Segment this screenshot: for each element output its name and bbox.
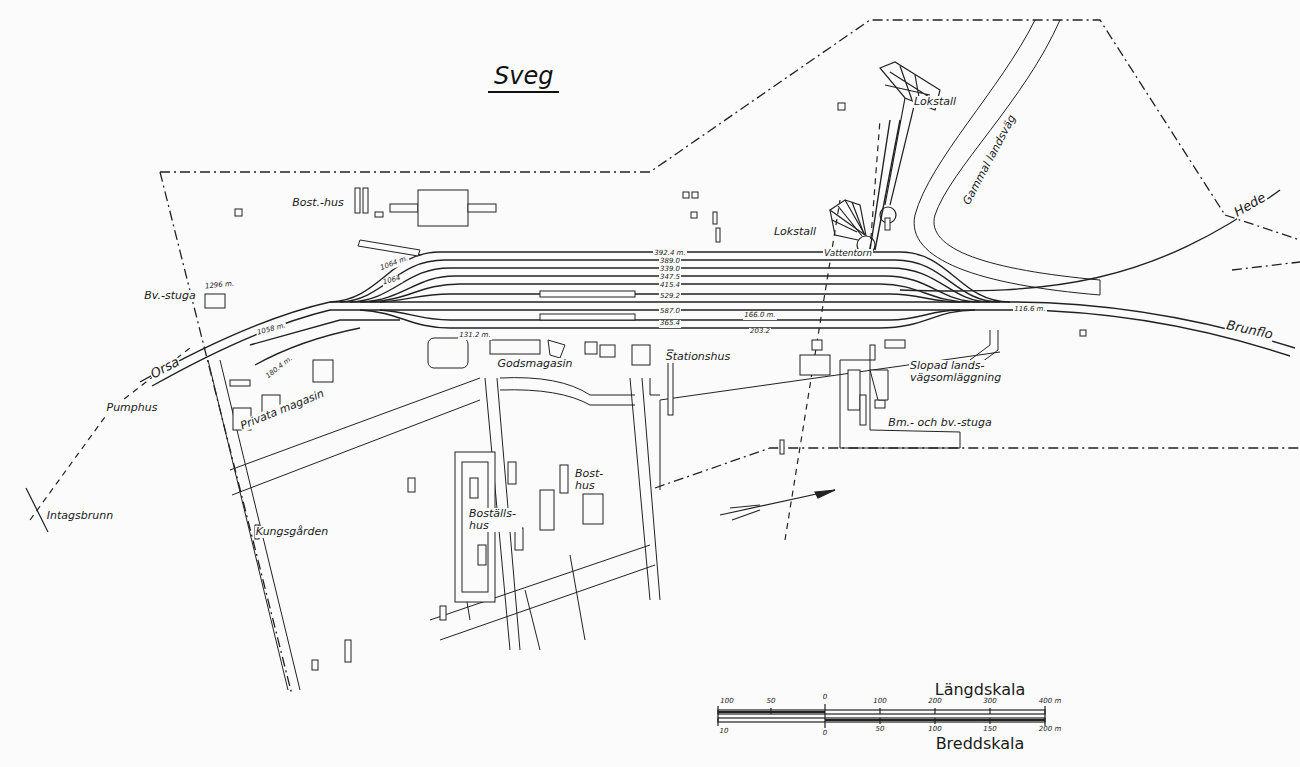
place-label: Lokstall: [773, 226, 817, 238]
track-length: 131.2 m.: [458, 332, 491, 340]
scale-number: 400 m: [1038, 698, 1062, 706]
scale-number: 100: [719, 698, 734, 706]
boundary-line: [160, 20, 1300, 695]
place-label: Orsa: [147, 354, 182, 382]
scale-number: 0: [822, 730, 828, 738]
scale-number: 300: [982, 698, 997, 706]
place-label: Bv.-stuga: [143, 290, 196, 302]
place-label: Stationshus: [665, 351, 732, 363]
place-label: Vattentorn: [823, 249, 873, 259]
scale-number: 100: [872, 698, 887, 706]
place-label: Längdskala: [934, 681, 1027, 699]
track-length: 203.2: [749, 328, 771, 336]
north-arrow: [720, 490, 835, 520]
place-label: Intagsbrunn: [46, 510, 114, 522]
scale-number: 10: [719, 728, 730, 736]
building: [205, 103, 1086, 670]
scale-number: 100: [927, 726, 942, 734]
scale-number: 200 m: [1038, 726, 1062, 734]
scale-number: 0: [822, 694, 828, 702]
track-length: 1296 m.: [204, 281, 236, 292]
place-label: Pumphus: [106, 402, 159, 414]
track-length: 389.0: [659, 258, 681, 266]
scale-bar: [718, 704, 1045, 728]
place-label: Kungsgården: [255, 526, 330, 538]
track-length: 166.0 m.: [743, 312, 776, 320]
track-length: 587.0: [659, 308, 681, 316]
place-label: Lokstall: [913, 96, 957, 108]
place-label: Godsmagasin: [497, 358, 574, 370]
track-length: 365.4: [659, 320, 681, 328]
engine-shed: [830, 62, 940, 254]
scale-number: 200: [927, 698, 942, 706]
track-length: 415.4: [659, 282, 681, 290]
place-label: Slopad lands- vägsomläggning: [909, 360, 1011, 384]
place-label: Boställs- hus: [468, 508, 522, 532]
place-label: Hede: [1231, 190, 1269, 220]
track-length: 347.5: [659, 274, 681, 282]
track: [140, 120, 1295, 386]
place-label: Gammal landsväg: [961, 112, 1019, 207]
well-mark: [26, 488, 48, 532]
place-label: Bost- hus: [574, 468, 610, 492]
place-label: Bm.- och bv.-stuga: [887, 417, 992, 429]
scale-number: 50: [875, 726, 886, 734]
place-label: Bost.-hus: [291, 197, 344, 209]
track-length: 392.4 m.: [653, 250, 686, 258]
place-label: Breddskala: [935, 735, 1026, 753]
track-length: 180.4 m.: [265, 355, 296, 382]
map-title: Sveg: [488, 62, 559, 93]
road: [208, 20, 1100, 690]
track-length: 116.6 m.: [1013, 306, 1046, 314]
scale-number: 150: [982, 726, 997, 734]
scale-number: 50: [766, 698, 777, 706]
track-length: 339.0: [659, 266, 681, 274]
track-length: 529.2: [659, 293, 681, 301]
